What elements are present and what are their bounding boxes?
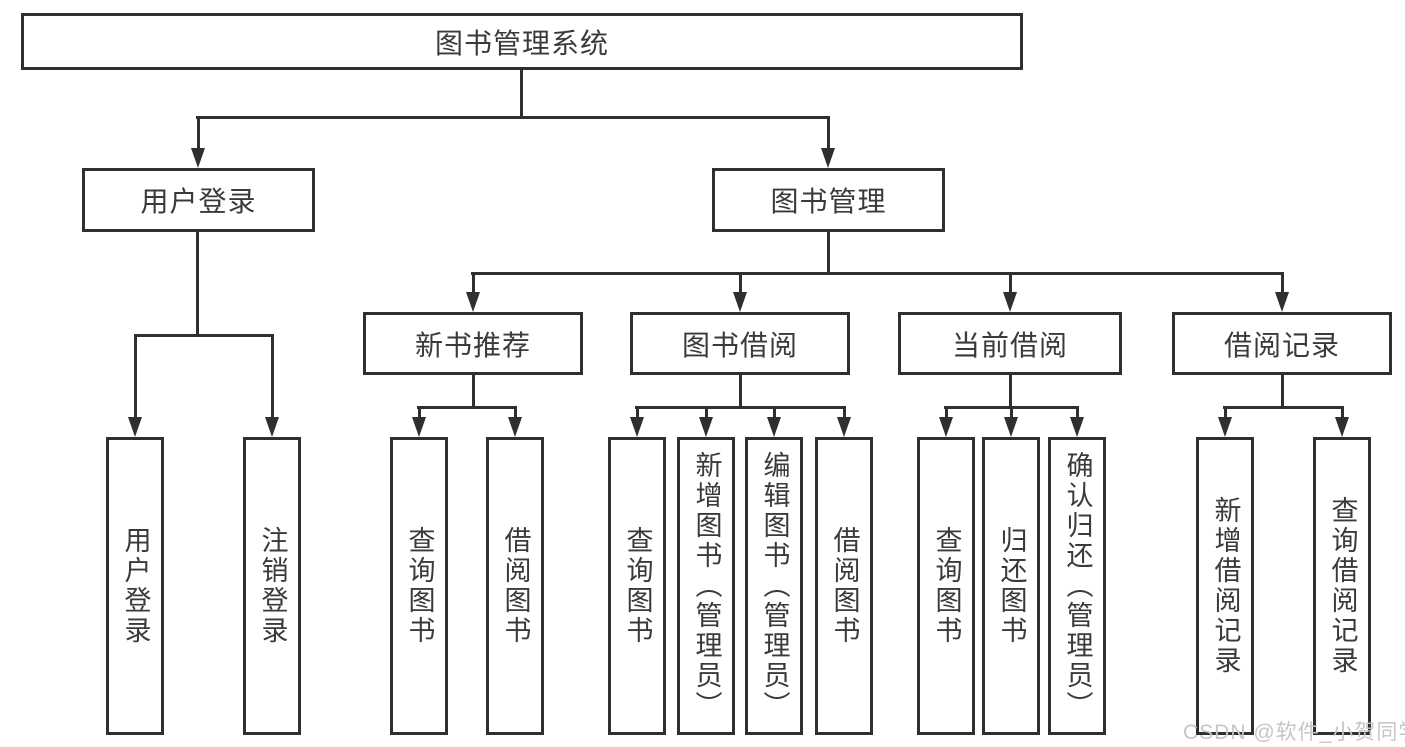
arrow-down-icon bbox=[265, 417, 279, 437]
arrow-down-icon bbox=[1004, 417, 1018, 437]
arrow-down-icon bbox=[191, 148, 205, 168]
leaf-query-books-borrowing: 查询图书 bbox=[608, 437, 666, 735]
connector-line bbox=[739, 272, 742, 296]
arrow-down-icon bbox=[733, 292, 747, 312]
arrow-down-icon bbox=[939, 417, 953, 437]
node-label: 图书借阅 bbox=[681, 329, 798, 361]
connector-line bbox=[827, 116, 830, 152]
arrow-down-icon bbox=[1218, 417, 1232, 437]
leaf-label: 确认归还（管理员） bbox=[1062, 451, 1093, 721]
connector-line bbox=[514, 406, 517, 420]
connector-line bbox=[827, 232, 830, 275]
leaf-query-books-current: 查询图书 bbox=[917, 437, 975, 735]
connector-line bbox=[196, 116, 830, 119]
connector-line bbox=[472, 272, 475, 296]
connector-line bbox=[739, 375, 742, 409]
arrow-down-icon bbox=[821, 148, 835, 168]
leaf-label: 查询借阅记录 bbox=[1327, 496, 1358, 676]
connector-line bbox=[1281, 272, 1284, 296]
leaf-logout: 注销登录 bbox=[243, 437, 301, 735]
leaf-label: 注销登录 bbox=[257, 526, 288, 646]
connector-line bbox=[471, 272, 1284, 275]
leaf-label: 查询图书 bbox=[404, 526, 435, 646]
arrow-down-icon bbox=[1335, 417, 1349, 437]
leaf-label: 新增借阅记录 bbox=[1210, 496, 1241, 676]
node-new-book-recommendation: 新书推荐 bbox=[363, 312, 583, 375]
connector-line bbox=[1076, 406, 1079, 420]
connector-line bbox=[1341, 406, 1344, 420]
connector-line bbox=[417, 406, 517, 409]
arrow-down-icon bbox=[837, 417, 851, 437]
leaf-add-books-admin: 新增图书（管理员） bbox=[677, 437, 735, 735]
leaf-edit-books-admin: 编辑图书（管理员） bbox=[745, 437, 803, 735]
arrow-down-icon bbox=[1003, 292, 1017, 312]
connector-line bbox=[1223, 406, 1344, 409]
arrow-down-icon bbox=[412, 417, 426, 437]
arrow-down-icon bbox=[508, 417, 522, 437]
connector-line bbox=[1281, 375, 1284, 409]
leaf-add-borrow-record: 新增借阅记录 bbox=[1196, 437, 1254, 735]
watermark: CSDN @软件_小贺同学 bbox=[1183, 721, 1405, 744]
arrow-down-icon bbox=[128, 417, 142, 437]
node-book-management: 图书管理 bbox=[712, 168, 945, 232]
connector-line bbox=[773, 406, 776, 420]
connector-line bbox=[635, 406, 846, 409]
node-label: 新书推荐 bbox=[414, 329, 531, 361]
leaf-label: 用户登录 bbox=[120, 526, 151, 646]
arrow-down-icon bbox=[630, 417, 644, 437]
leaf-label: 编辑图书（管理员） bbox=[759, 451, 790, 721]
connector-line bbox=[134, 334, 137, 420]
arrow-down-icon bbox=[466, 292, 480, 312]
leaf-user-login: 用户登录 bbox=[106, 437, 164, 735]
node-book-borrowing: 图书借阅 bbox=[630, 312, 850, 375]
connector-line bbox=[520, 70, 523, 119]
node-label: 用户登录 bbox=[140, 186, 257, 217]
leaf-confirm-return-admin: 确认归还（管理员） bbox=[1048, 437, 1106, 735]
connector-line bbox=[945, 406, 948, 420]
connector-line bbox=[271, 334, 274, 420]
connector-line bbox=[636, 406, 639, 420]
leaf-label: 借阅图书 bbox=[829, 526, 860, 646]
connector-line bbox=[418, 406, 421, 420]
leaf-label: 新增图书（管理员） bbox=[691, 451, 722, 721]
leaf-label: 查询图书 bbox=[931, 526, 962, 646]
node-label: 借阅记录 bbox=[1223, 329, 1340, 361]
node-label: 图书管理系统 bbox=[434, 27, 609, 59]
arrow-down-icon bbox=[699, 417, 713, 437]
arrow-down-icon bbox=[767, 417, 781, 437]
connector-line bbox=[843, 406, 846, 420]
node-user-login: 用户登录 bbox=[82, 168, 315, 232]
arrow-down-icon bbox=[1070, 417, 1084, 437]
node-label: 图书管理 bbox=[770, 186, 887, 217]
node-label: 当前借阅 bbox=[951, 329, 1068, 361]
node-library-system-root: 图书管理系统 bbox=[21, 13, 1023, 70]
leaf-query-books-recommend: 查询图书 bbox=[390, 437, 448, 735]
connector-line bbox=[134, 334, 274, 337]
connector-line bbox=[1010, 406, 1013, 420]
leaf-label: 归还图书 bbox=[996, 526, 1027, 646]
connector-line bbox=[1009, 375, 1012, 409]
connector-line bbox=[197, 116, 200, 152]
connector-line bbox=[705, 406, 708, 420]
connector-line bbox=[196, 232, 199, 336]
leaf-query-borrow-record: 查询借阅记录 bbox=[1313, 437, 1371, 735]
connector-line bbox=[1224, 406, 1227, 420]
connector-line bbox=[472, 375, 475, 409]
leaf-label: 查询图书 bbox=[622, 526, 653, 646]
leaf-label: 借阅图书 bbox=[500, 526, 531, 646]
leaf-borrow-books: 借阅图书 bbox=[815, 437, 873, 735]
arrow-down-icon bbox=[1275, 292, 1289, 312]
node-current-borrowing: 当前借阅 bbox=[898, 312, 1122, 375]
connector-line bbox=[1009, 272, 1012, 296]
leaf-return-books: 归还图书 bbox=[982, 437, 1040, 735]
leaf-borrow-books-recommend: 借阅图书 bbox=[486, 437, 544, 735]
node-borrowing-records: 借阅记录 bbox=[1172, 312, 1392, 375]
